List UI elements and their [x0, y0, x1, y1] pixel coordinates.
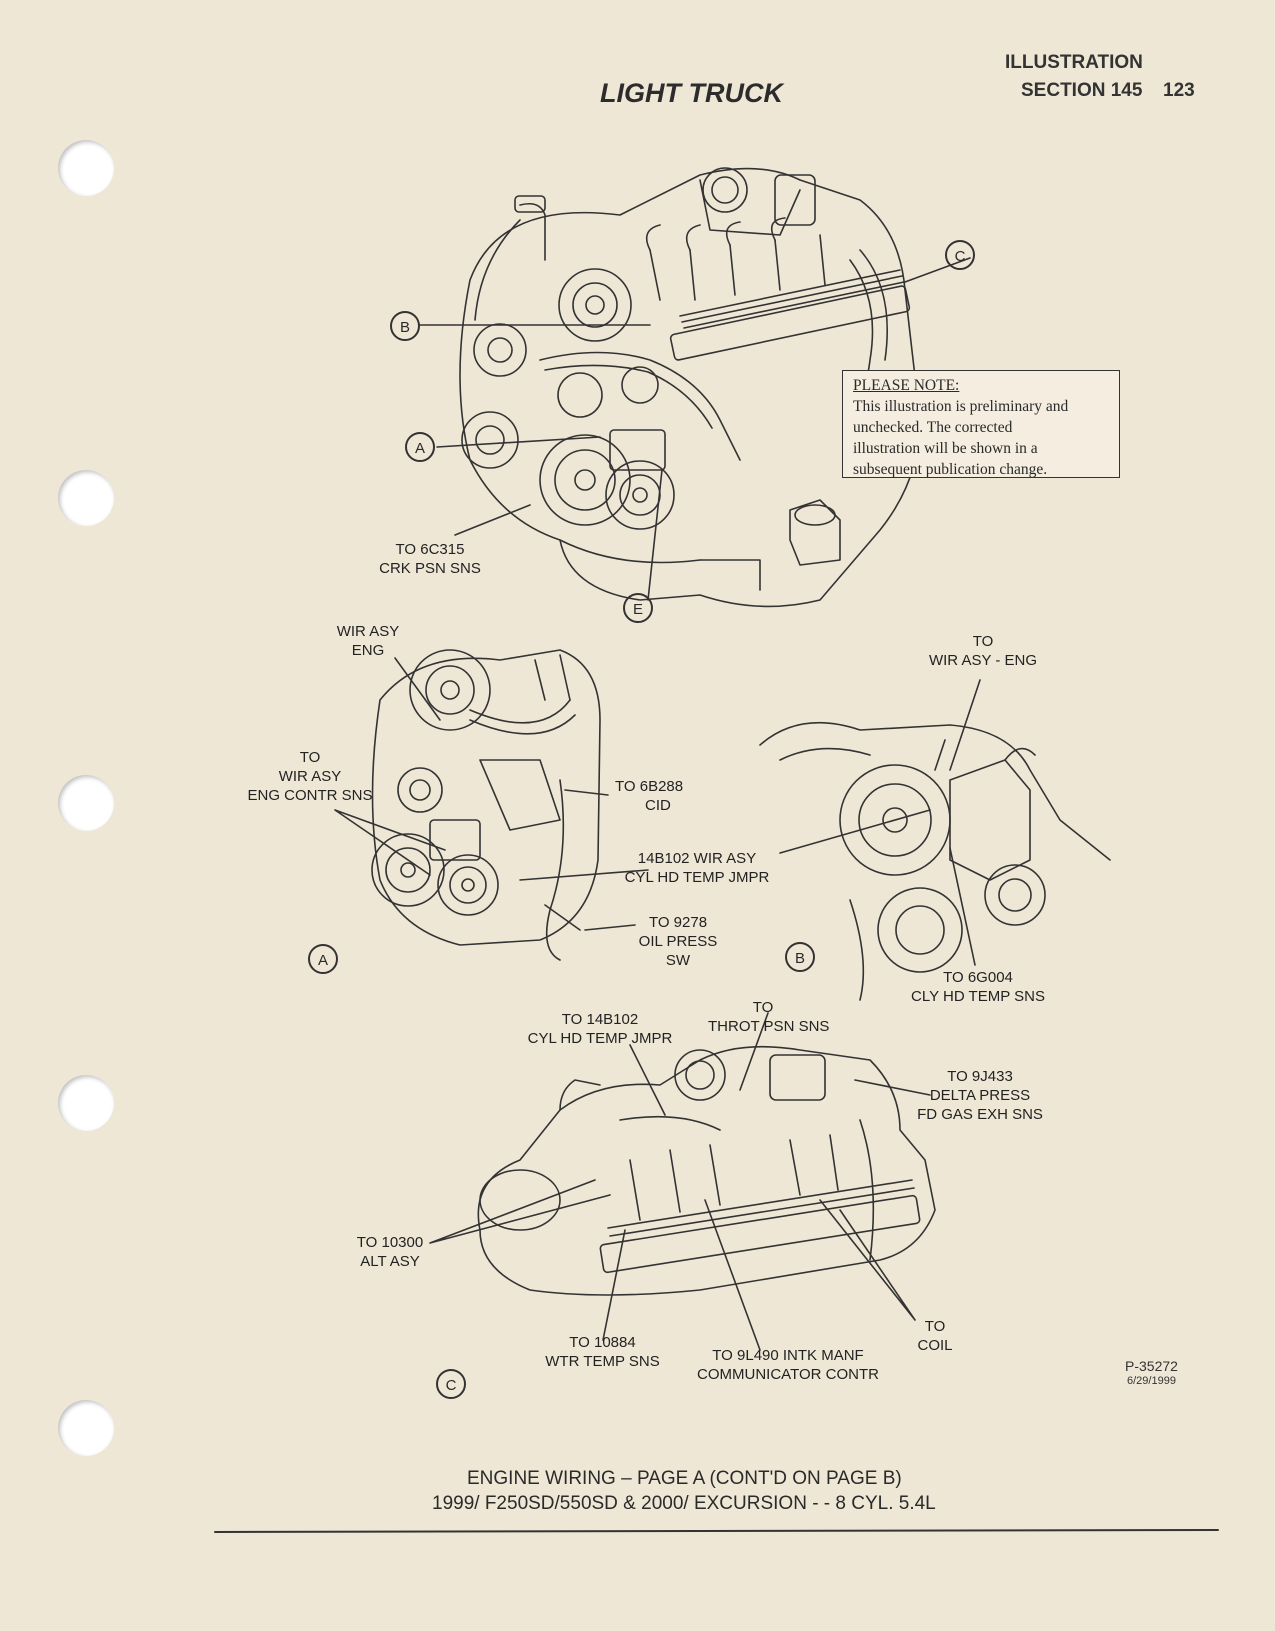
illustration-label: ILLUSTRATION: [1005, 52, 1143, 73]
label-line: OIL PRESS: [638, 933, 718, 950]
label-line: ENG CONTR SNS: [247, 787, 373, 804]
callout-c-main: C: [945, 240, 975, 270]
label-alt: TO 10300 ALT ASY: [345, 1233, 435, 1271]
note-title: PLEASE NOTE:: [853, 377, 960, 394]
label-line: TO 9278: [648, 914, 708, 931]
label-intk-manf: TO 9L490 INTK MANF COMMUNICATOR CONTR: [688, 1346, 888, 1384]
label-wtr-temp: TO 10884 WTR TEMP SNS: [545, 1333, 660, 1371]
label-line: WIR ASY: [278, 768, 342, 785]
view-c-drawing: [477, 1045, 936, 1296]
binder-hole-4: [58, 1075, 114, 1131]
label-delta-press: TO 9J433 DELTA PRESS FD GAS EXH SNS: [915, 1067, 1045, 1124]
label-line: ENG: [351, 642, 385, 659]
note-line: This illustration is preliminary and: [853, 398, 1069, 415]
label-line: COIL: [917, 1337, 953, 1354]
preliminary-note: PLEASE NOTE: This illustration is prelim…: [842, 370, 1120, 478]
footer-line-2: 1999/ F250SD/550SD & 2000/ EXCURSION - -…: [432, 1493, 936, 1514]
label-line: TO 14B102: [561, 1011, 639, 1028]
label-cly-hd-temp: TO 6G004 CLY HD TEMP SNS: [908, 968, 1048, 1006]
label-cid: TO 6B288 CID: [615, 777, 683, 815]
label-line: WIR ASY - ENG: [928, 652, 1038, 669]
figure-date: 6/29/1999: [1127, 1375, 1176, 1387]
label-line: DELTA PRESS: [929, 1087, 1031, 1104]
label-eng-contr-sns: TO WIR ASY ENG CONTR SNS: [240, 748, 380, 805]
callout-e-main: E: [623, 593, 653, 623]
label-line: CYL HD TEMP JMPR: [527, 1030, 673, 1047]
page-title: LIGHT TRUCK: [600, 78, 783, 108]
label-line: TO 10884: [569, 1334, 636, 1351]
label-line: CID: [645, 797, 671, 814]
label-line: WTR TEMP SNS: [545, 1353, 660, 1370]
figure-code: P-35272: [1125, 1358, 1178, 1374]
label-line: TO 10300: [356, 1234, 424, 1251]
binder-hole-3: [58, 775, 114, 831]
note-line: unchecked. The corrected: [853, 419, 1013, 436]
label-line: CYL HD TEMP JMPR: [624, 869, 770, 886]
label-line: 14B102 WIR ASY: [637, 850, 757, 867]
label-line: TO: [972, 633, 994, 650]
label-to-jmpr: TO 14B102 CYL HD TEMP JMPR: [525, 1010, 675, 1048]
label-cyl-hd-jumper: 14B102 WIR ASY CYL HD TEMP JMPR: [622, 849, 772, 887]
label-line: TO 6C315: [395, 541, 465, 558]
callout-b-view: B: [785, 942, 815, 972]
label-line: TO: [924, 1318, 946, 1335]
callout-b-main: B: [390, 311, 420, 341]
section-label: SECTION 145: [1021, 80, 1143, 101]
binder-hole-2: [58, 470, 114, 526]
binder-hole-1: [58, 140, 114, 196]
label-line: TO 9L490 INTK MANF: [712, 1347, 864, 1364]
label-line: COMMUNICATOR CONTR: [697, 1366, 879, 1383]
callout-c-view: C: [436, 1369, 466, 1399]
label-line: TO: [752, 999, 774, 1016]
page-number: 123: [1163, 80, 1195, 101]
label-coil: TO COIL: [910, 1317, 960, 1355]
note-line: subsequent publication change.: [853, 461, 1048, 478]
view-b-drawing: [759, 721, 1111, 1001]
label-line: CLY HD TEMP SNS: [911, 988, 1045, 1005]
label-line: TO 6G004: [943, 969, 1013, 986]
label-crank-sensor: TO 6C315 CRK PSN SNS: [375, 540, 485, 578]
label-line: TO: [299, 749, 321, 766]
label-to-wir-asy-eng: TO WIR ASY - ENG: [918, 632, 1048, 670]
label-wir-asy-eng: WIR ASY ENG: [318, 622, 418, 660]
binder-hole-5: [58, 1400, 114, 1456]
label-oil-press: TO 9278 OIL PRESS SW: [638, 913, 718, 970]
label-line: TO 9J433: [947, 1068, 1013, 1085]
label-throt: TO THROT PSN SNS: [708, 998, 830, 1036]
label-line: CRK PSN SNS: [379, 560, 481, 577]
callout-a-main: A: [405, 432, 435, 462]
note-line: illustration will be shown in a: [853, 440, 1038, 457]
label-line: FD GAS EXH SNS: [917, 1106, 1043, 1123]
label-line: SW: [665, 952, 691, 969]
main-engine-drawing: [459, 167, 921, 608]
view-a-drawing: [371, 649, 601, 961]
label-line: ALT ASY: [360, 1253, 420, 1270]
label-line: WIR ASY: [336, 623, 400, 640]
callout-a-view: A: [308, 944, 338, 974]
label-line: THROT PSN SNS: [708, 1018, 830, 1035]
label-line: TO 6B288: [615, 778, 684, 795]
footer-line-1: ENGINE WIRING – PAGE A (CONT'D ON PAGE B…: [467, 1468, 902, 1489]
